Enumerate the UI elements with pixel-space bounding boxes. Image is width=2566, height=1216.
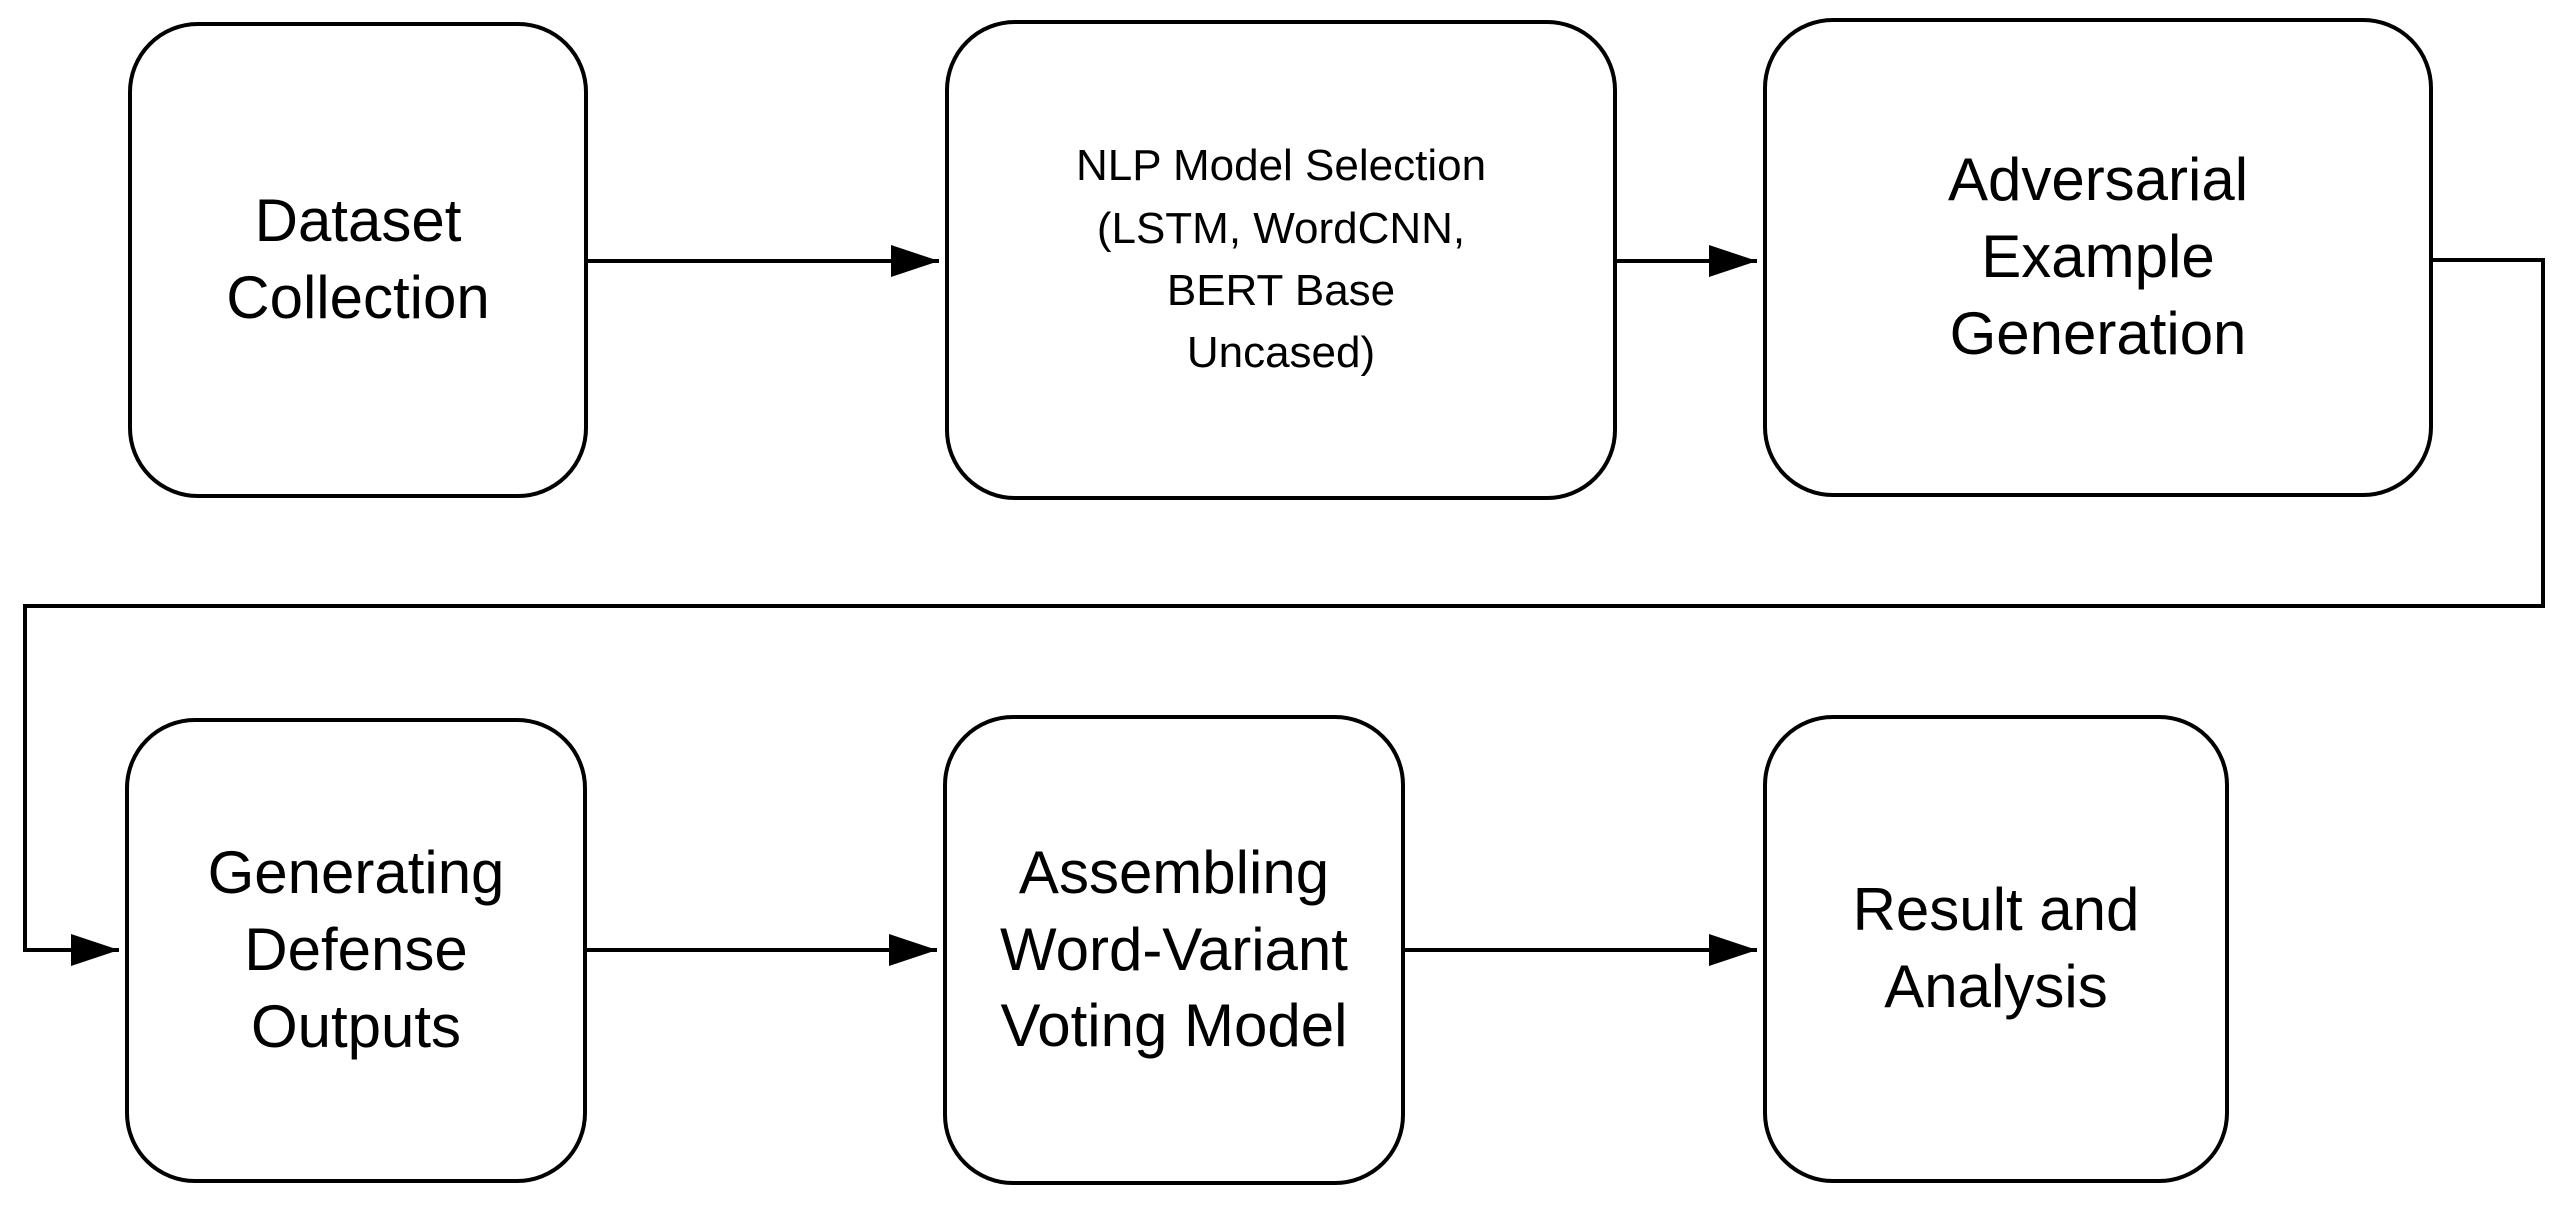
node-dataset-collection: Dataset Collection: [128, 22, 588, 498]
node-assembling-word-variant-voting-model: Assembling Word-Variant Voting Model: [943, 715, 1405, 1185]
node-result-and-analysis: Result and Analysis: [1763, 715, 2229, 1183]
node-nlp-model-selection: NLP Model Selection (LSTM, WordCNN, BERT…: [945, 20, 1617, 500]
node-dataset-collection-label: Dataset Collection: [226, 187, 490, 331]
node-nlp-model-selection-label: NLP Model Selection (LSTM, WordCNN, BERT…: [1075, 141, 1487, 378]
node-adversarial-example-generation-label: Adversarial Example Generation: [1947, 146, 2249, 367]
arrow-adversarial-to-defense-wraparound: [23, 258, 2545, 966]
node-adversarial-example-generation: Adversarial Example Generation: [1763, 18, 2433, 497]
node-generating-defense-outputs: Generating Defense Outputs: [125, 718, 587, 1183]
node-result-and-analysis-label: Result and Analysis: [1852, 876, 2140, 1020]
node-generating-defense-outputs-label: Generating Defense Outputs: [207, 839, 505, 1060]
node-assembling-word-variant-voting-model-label: Assembling Word-Variant Voting Model: [1000, 838, 1348, 1060]
